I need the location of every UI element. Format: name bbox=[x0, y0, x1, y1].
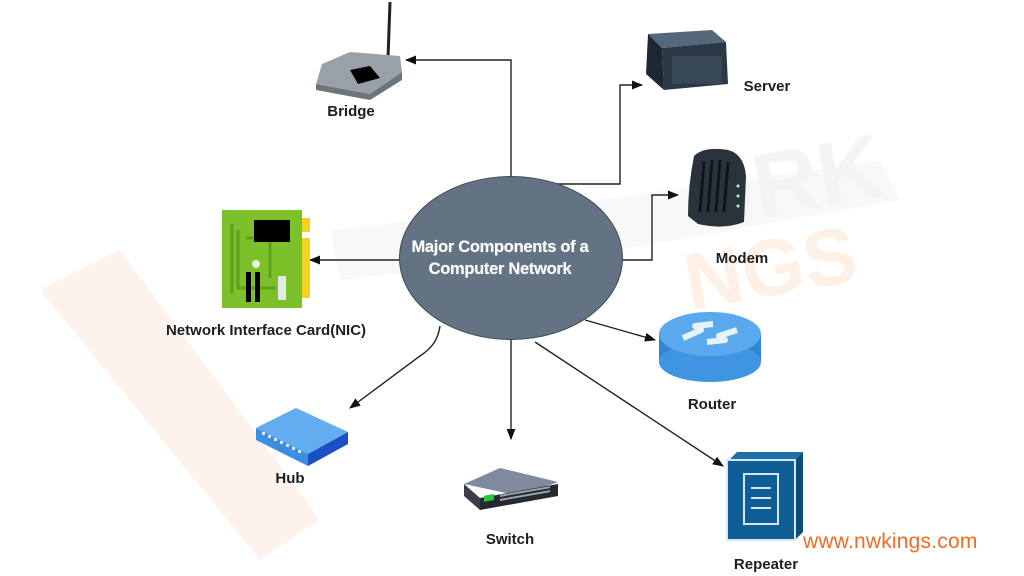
bridge-label: Bridge bbox=[327, 103, 375, 120]
router-label: Router bbox=[687, 396, 737, 413]
bridge-icon bbox=[316, 1, 402, 100]
router-icon bbox=[659, 312, 761, 382]
edge-repeater bbox=[534, 341, 724, 467]
edge-server bbox=[555, 80, 644, 185]
modem-label: Modem bbox=[715, 250, 769, 267]
central-node-title-line2: Computer Network bbox=[428, 260, 572, 278]
edge-router bbox=[584, 319, 657, 342]
hub-label: Hub bbox=[275, 470, 305, 487]
edge-bridge bbox=[404, 55, 512, 177]
repeater-icon bbox=[726, 452, 803, 541]
edge-modem bbox=[620, 190, 680, 261]
brand-url[interactable]: www.nwkings.com bbox=[803, 530, 978, 553]
central-node-title-line1: Major Components of a bbox=[411, 238, 589, 256]
central-node: Major Components of a Computer Network bbox=[399, 176, 623, 340]
switch-label: Switch bbox=[485, 531, 535, 548]
server-label: Server bbox=[743, 78, 791, 95]
nic-icon bbox=[222, 210, 310, 308]
switch-icon bbox=[464, 468, 558, 510]
server-icon bbox=[646, 30, 728, 90]
repeater-label: Repeater bbox=[733, 556, 799, 573]
hub-icon bbox=[256, 408, 348, 466]
nic-label: Network Interface Card(NIC) bbox=[165, 322, 367, 339]
edge-hub bbox=[349, 325, 441, 409]
modem-icon bbox=[688, 148, 746, 227]
